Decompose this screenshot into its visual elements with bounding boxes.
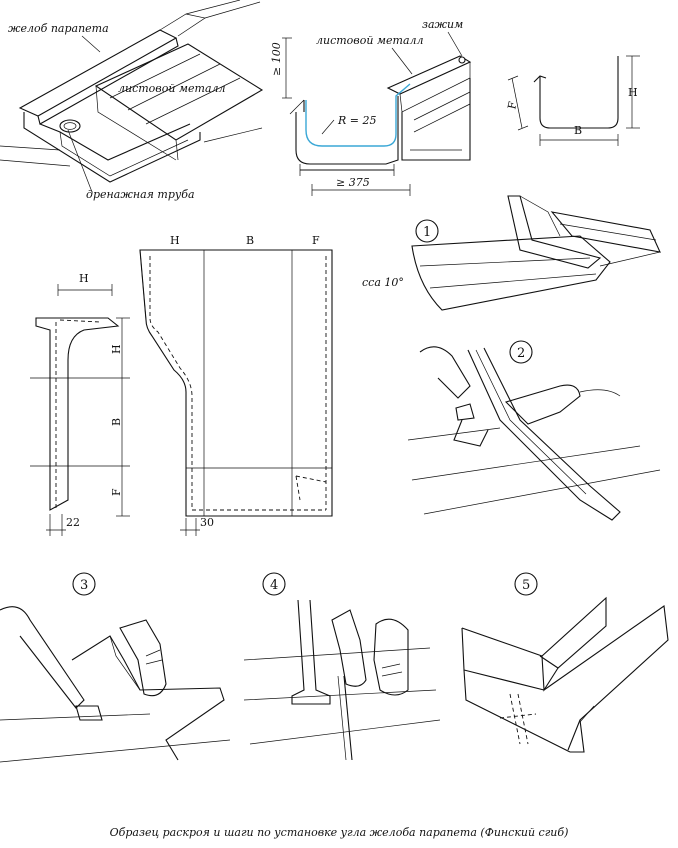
step-3-illustration: 3 <box>0 572 231 763</box>
label-sheet-metal-section: листовой металл <box>316 34 424 47</box>
label-parapet-gutter: желоб парапета <box>8 22 109 35</box>
pattern-top-F: F <box>312 234 320 247</box>
step-5-illustration: 5 <box>461 572 669 753</box>
profile-label-H: H <box>628 86 638 99</box>
dim-375: ≥ 375 <box>336 176 370 189</box>
step-2-illustration: 2 <box>407 340 661 521</box>
step-4-number: 4 <box>270 578 278 593</box>
pattern-top-H: H <box>170 234 180 247</box>
dim-100: ≥ 100 <box>270 42 283 76</box>
label-drain-pipe: дренажная труба <box>86 188 195 201</box>
side-template: H H B F 22 <box>30 272 130 536</box>
clamp-marker <box>458 56 466 64</box>
side-label-F: F <box>110 488 123 496</box>
step-4-badge <box>262 572 286 596</box>
drain-pipe-opening <box>59 119 81 133</box>
profile-dimensions: H B F <box>505 55 640 146</box>
figure-caption: Образец раскроя и шаги по установке угла… <box>109 826 569 839</box>
pattern-top-B: B <box>246 234 254 247</box>
side-top-H: H <box>79 272 89 285</box>
gutter-cross-section: ≥ 100 ≥ 375 R = 25 листовой металл зажим <box>270 18 472 196</box>
label-radius: R = 25 <box>337 114 377 127</box>
step-3-number: 3 <box>80 578 88 593</box>
dim-30: 30 <box>200 516 214 529</box>
side-label-H: H <box>110 344 123 354</box>
step-1-badge <box>415 219 439 243</box>
step-5-number: 5 <box>522 578 530 593</box>
angle-label: cca 10° <box>362 276 404 289</box>
gutter-3d-illustration: желоб парапета листовой металл дренажная… <box>0 0 264 201</box>
step-4-illustration: 4 <box>243 572 441 761</box>
profile-label-B: B <box>574 124 582 137</box>
label-sheet-metal: листовой металл <box>118 82 226 95</box>
dim-22: 22 <box>66 516 80 529</box>
step-2-number: 2 <box>517 346 525 361</box>
profile-label-F: F <box>505 100 519 111</box>
step-1-number: 1 <box>423 225 431 240</box>
step-5-badge <box>514 572 538 596</box>
sheet-metal-profile <box>305 83 411 147</box>
step-3-badge <box>72 572 96 596</box>
label-clamp: зажим <box>422 18 463 31</box>
cutting-pattern: H B F 30 <box>139 234 333 536</box>
step-1-illustration: 1 cca 10° <box>362 195 661 311</box>
step-2-badge <box>509 340 533 364</box>
side-label-B: B <box>110 418 123 426</box>
